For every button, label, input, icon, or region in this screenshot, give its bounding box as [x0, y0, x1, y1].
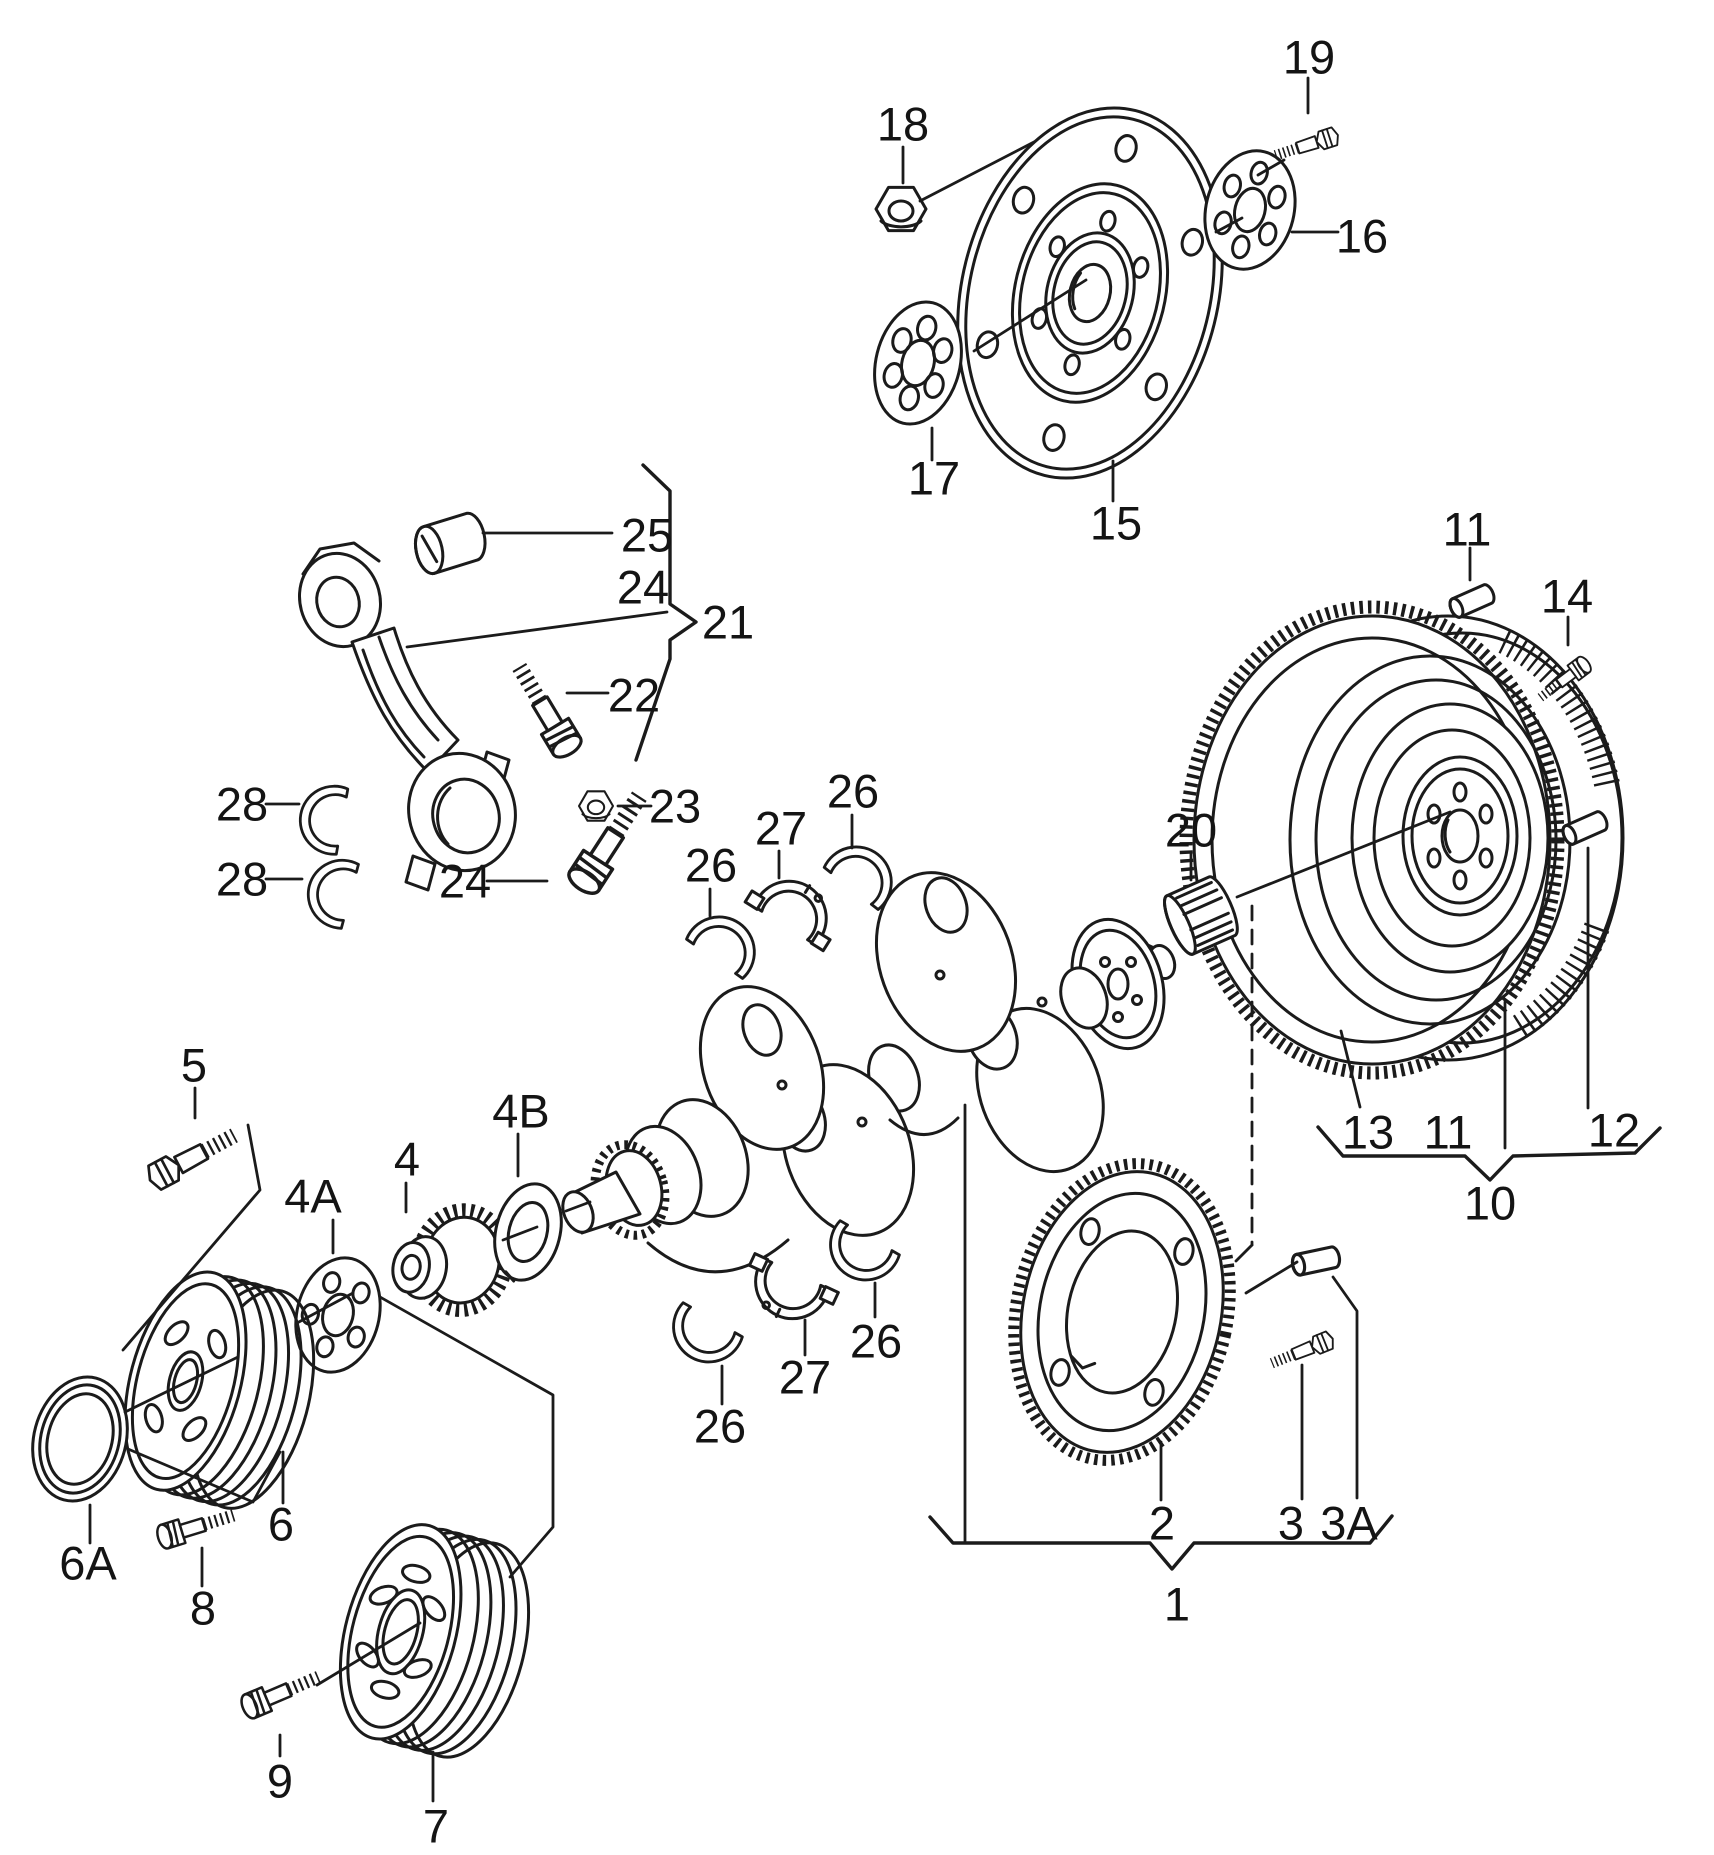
- part-label-21: 21: [702, 596, 754, 649]
- part-label-7: 7: [423, 1800, 449, 1853]
- rod-bearing-shell-28b: [299, 851, 361, 931]
- pulley-bolt-8: [155, 1504, 237, 1551]
- dual-mass-flywheel-10: [1179, 600, 1625, 1080]
- flywheel-ring-gear-teeth: [1179, 600, 1565, 1080]
- part-label-19: 19: [1283, 31, 1335, 84]
- dowel-pin-3A: [1289, 1244, 1343, 1278]
- part-label-11-bottom: 11: [1424, 1106, 1473, 1159]
- part-label-24-bolt: 24: [439, 855, 491, 908]
- bracket-group-1: [928, 1514, 1394, 1571]
- part-label-15: 15: [1090, 497, 1142, 550]
- part-label-18: 18: [877, 98, 929, 151]
- washer-4B: [493, 1182, 563, 1283]
- part-label-4: 4: [394, 1133, 420, 1186]
- connecting-rod-21: [297, 541, 517, 892]
- rod-bearing-shell-28a: [293, 779, 350, 857]
- rod-bolt-22: [506, 659, 585, 762]
- bracket-group-10: [1316, 1125, 1662, 1182]
- part-label-26-upper-right: 26: [827, 765, 879, 818]
- crankshaft: [561, 871, 1177, 1274]
- part-label-25: 25: [621, 509, 673, 562]
- part-label-26-lower-right: 26: [850, 1315, 902, 1368]
- pulley-bolt-5: [144, 1124, 241, 1193]
- part-label-6A: 6A: [59, 1537, 117, 1590]
- part-label-26-upper-left: 26: [685, 839, 737, 892]
- part-label-4A: 4A: [284, 1170, 342, 1223]
- part-label-28-upper: 28: [216, 778, 268, 831]
- main-bearing-shell-26-lower-left: [659, 1300, 745, 1377]
- drive-plate-bolt-holes: [975, 134, 1205, 452]
- part-label-23: 23: [649, 780, 701, 833]
- nut-18: [874, 185, 928, 233]
- piston-pin-bushing-25: [413, 511, 487, 576]
- ring-gear-2: [1008, 1158, 1236, 1466]
- part-label-12: 12: [1588, 1104, 1640, 1157]
- shim-17: [873, 300, 963, 426]
- crank-web-arc: [646, 1238, 790, 1274]
- crank-snout: [561, 1170, 642, 1235]
- part-label-4B: 4B: [492, 1085, 550, 1138]
- main-bearing-shell-26-upper-left: [684, 901, 770, 981]
- part-label-13: 13: [1342, 1106, 1394, 1159]
- seal-ring-6A: [31, 1375, 129, 1503]
- timing-gear-4: [391, 1203, 514, 1317]
- part-label-1: 1: [1164, 1578, 1190, 1631]
- bolt-19: [1273, 126, 1341, 164]
- part-label-17: 17: [908, 452, 960, 505]
- flywheel-hub: [1401, 755, 1519, 917]
- part-label-8: 8: [190, 1582, 216, 1635]
- part-label-10: 10: [1464, 1177, 1516, 1230]
- part-label-27-upper: 27: [755, 802, 807, 855]
- dowel-pin-11: [1445, 581, 1499, 621]
- pulley-bolt-9: [238, 1665, 323, 1720]
- part-label-14: 14: [1541, 570, 1593, 623]
- bracket-group-21: [634, 463, 698, 762]
- hub-flange-16: [1203, 149, 1297, 271]
- part-label-5: 5: [181, 1039, 207, 1092]
- part-label-11-top: 11: [1443, 503, 1492, 556]
- crank-timing-teeth: [590, 1140, 670, 1240]
- part-label-28-lower: 28: [216, 853, 268, 906]
- pulley-flange-4A: [294, 1256, 382, 1374]
- part-label-22: 22: [608, 669, 660, 722]
- leader-lines: [88, 76, 1590, 1803]
- part-label-24-group: 24: [617, 561, 669, 614]
- part-label-26-lower-left: 26: [694, 1400, 746, 1453]
- pulley-7: [338, 1523, 531, 1759]
- thrust-bearing-27-upper: [743, 859, 851, 953]
- part-label-6: 6: [268, 1498, 294, 1551]
- part-label-2: 2: [1149, 1497, 1175, 1550]
- needle-bearing-20: [1163, 875, 1239, 956]
- part-label-3A: 3A: [1320, 1497, 1378, 1550]
- part-label-20: 20: [1165, 804, 1217, 857]
- rod-nut-23: [577, 790, 615, 822]
- part-label-3: 3: [1278, 1497, 1304, 1550]
- group-brackets: [634, 463, 1662, 1571]
- part-label-16: 16: [1336, 210, 1388, 263]
- part-label-27-lower: 27: [779, 1351, 831, 1404]
- part-label-9: 9: [267, 1755, 293, 1808]
- crank-web-arc-2: [888, 1116, 960, 1136]
- drive-plate-15: [956, 106, 1224, 480]
- thrust-bearing-27-lower: [733, 1252, 840, 1338]
